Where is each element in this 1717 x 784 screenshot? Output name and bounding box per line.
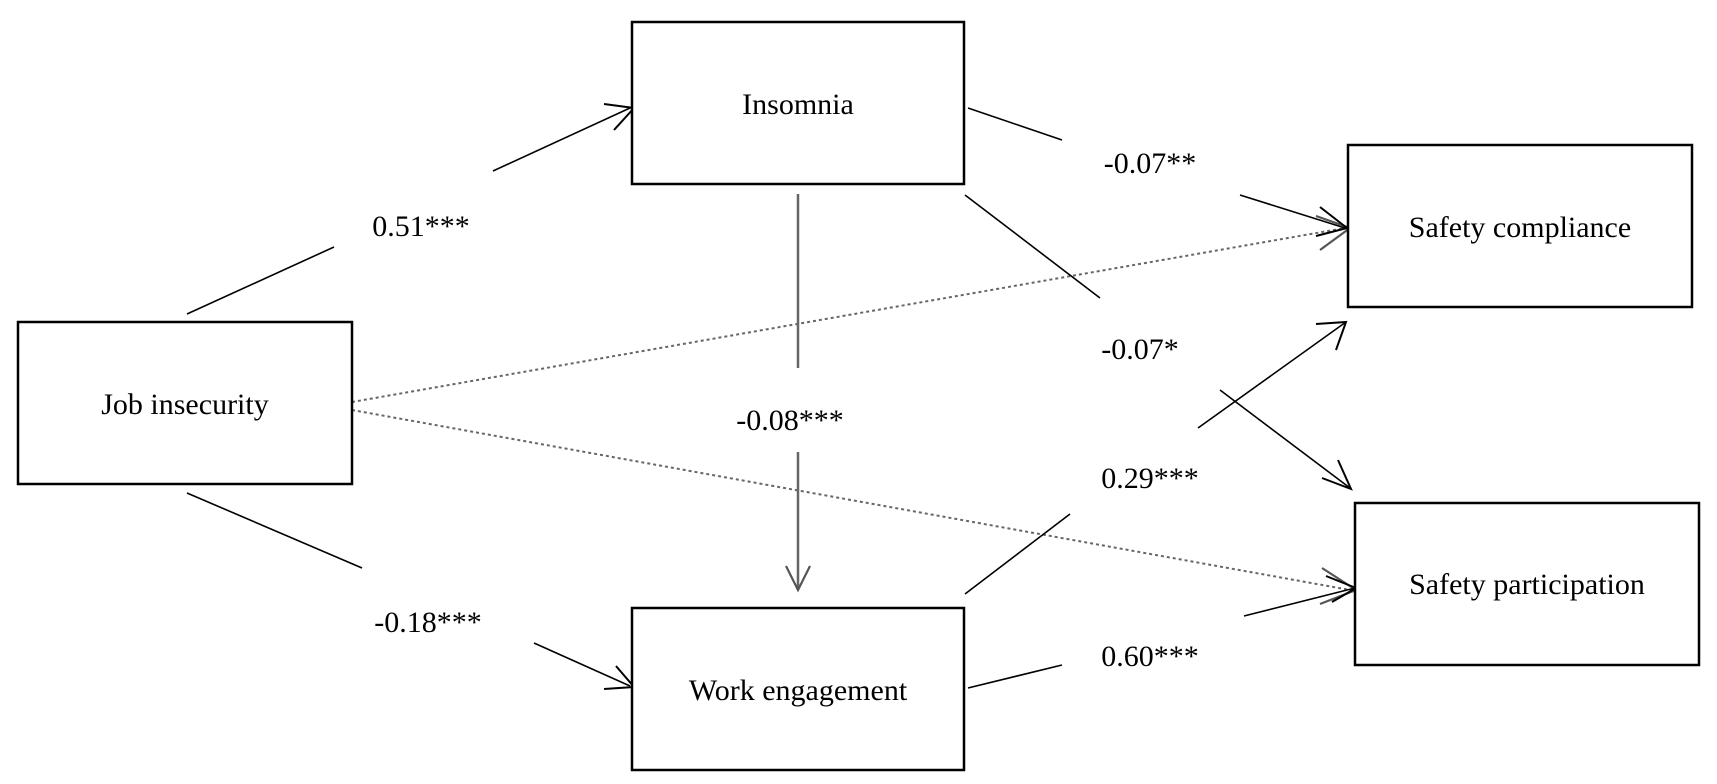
coef-ji-engagement: -0.18*** bbox=[374, 606, 482, 639]
node-safety-participation: Safety participation bbox=[1353, 501, 1701, 667]
coef-engagement-compliance: 0.29*** bbox=[1101, 462, 1199, 495]
node-safety-compliance: Safety compliance bbox=[1346, 143, 1694, 309]
arrowhead-insomnia-participation bbox=[1321, 459, 1353, 491]
coef-insomnia-participation: -0.07* bbox=[1101, 333, 1179, 366]
coef-engagement-participation: 0.60*** bbox=[1101, 640, 1199, 673]
path-job-insecurity-to-insomnia-seg2 bbox=[492, 107, 631, 172]
node-label: Work engagement bbox=[689, 674, 908, 707]
node-label: Safety compliance bbox=[1409, 211, 1631, 244]
node-label: Insomnia bbox=[742, 88, 854, 121]
node-label: Safety participation bbox=[1409, 568, 1645, 601]
path-job-insecurity-to-engagement-seg2 bbox=[533, 642, 631, 687]
node-job-insecurity: Job insecurity bbox=[16, 320, 354, 486]
path-insomnia-to-compliance-seg2 bbox=[1239, 194, 1346, 229]
path-job-insecurity-to-engagement-seg1 bbox=[186, 492, 363, 569]
path-engagement-to-participation-seg2 bbox=[1243, 587, 1356, 617]
coef-insomnia-engagement: -0.08*** bbox=[736, 404, 844, 437]
path-engagement-to-compliance-seg2 bbox=[1197, 321, 1347, 429]
path-engagement-to-compliance-seg1 bbox=[964, 513, 1071, 595]
arrowhead-insomnia bbox=[603, 103, 637, 131]
path-insomnia-to-participation-seg2 bbox=[1219, 389, 1351, 489]
node-label: Job insecurity bbox=[101, 388, 268, 421]
coef-insomnia-compliance: -0.07** bbox=[1104, 147, 1197, 180]
arrowhead-vertical bbox=[785, 565, 811, 593]
path-job-insecurity-to-insomnia-seg1 bbox=[186, 246, 335, 315]
path-engagement-to-participation-seg1 bbox=[967, 664, 1063, 689]
dotted-path-job-insecurity-to-safety-participation bbox=[351, 409, 1351, 591]
arrowhead-engagement-compliance bbox=[1315, 320, 1348, 351]
dotted-path-job-insecurity-to-safety-compliance bbox=[351, 227, 1346, 403]
path-insomnia-to-participation-seg1 bbox=[964, 194, 1101, 299]
node-work-engagement: Work engagement bbox=[630, 606, 966, 772]
coef-ji-insomnia: 0.51*** bbox=[372, 210, 470, 243]
node-insomnia: Insomnia bbox=[630, 20, 966, 186]
path-insomnia-to-compliance-seg1 bbox=[967, 107, 1063, 141]
